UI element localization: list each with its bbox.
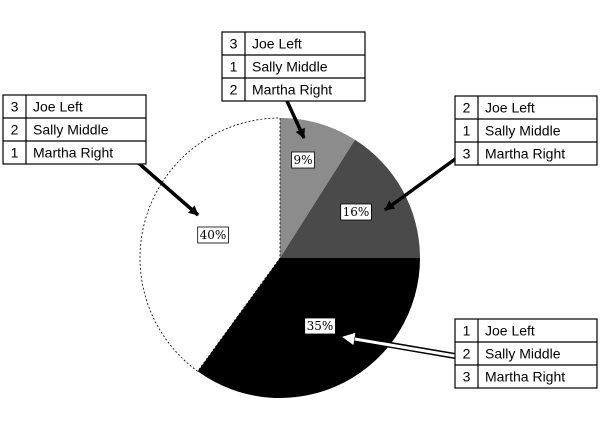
legend-label: Joe Left [485, 100, 535, 116]
legend-rank: 2 [11, 122, 19, 138]
legend-arrow-2 [343, 337, 456, 358]
legend-rank: 3 [11, 99, 19, 115]
svg-text:9%: 9% [293, 153, 312, 167]
legend-arrow-3 [133, 158, 200, 217]
legend-label: Joe Left [33, 99, 83, 115]
legend-label: Martha Right [252, 82, 332, 98]
svg-text:40%: 40% [200, 228, 227, 242]
legend-arrow-1 [383, 155, 460, 212]
svg-text:16%: 16% [343, 205, 370, 219]
legend-rank: 2 [463, 346, 471, 362]
legend-table-2: 1 Joe Left 2 Sally Middle 3 Martha Right [454, 318, 598, 389]
pie-slice-3 [139, 117, 281, 372]
legend-rank: 3 [463, 369, 471, 385]
legend-rank: 1 [463, 123, 471, 139]
legend-rank: 1 [11, 145, 19, 161]
pie-slice-1 [280, 139, 420, 258]
legend-table-1: 2 Joe Left 1 Sally Middle 3 Martha Right [454, 95, 598, 166]
legend-label: Sally Middle [252, 59, 328, 75]
legend-label: Martha Right [485, 369, 565, 385]
legend-arrow-0 [285, 100, 306, 139]
legend-label: Sally Middle [33, 122, 109, 138]
legend-rank: 2 [463, 100, 471, 116]
legend-label: Sally Middle [485, 346, 561, 362]
legend-rank: 1 [230, 59, 238, 75]
percent-label-2: 35% [304, 317, 336, 335]
legend-rank: 2 [230, 82, 238, 98]
legend-table-0: 3 Joe Left 1 Sally Middle 2 Martha Right [221, 31, 366, 102]
legend-table-3: 3 Joe Left 2 Sally Middle 1 Martha Right [2, 94, 147, 165]
legend-rank: 3 [230, 36, 238, 52]
percent-label-1: 16% [340, 203, 372, 221]
percent-label-3: 40% [197, 226, 229, 244]
legend-rank: 3 [463, 146, 471, 162]
legend-label: Joe Left [485, 323, 535, 339]
legend-rank: 1 [463, 323, 471, 339]
legend-label: Sally Middle [485, 123, 561, 139]
percent-label-0: 9% [291, 151, 315, 169]
legend-label: Joe Left [252, 36, 302, 52]
svg-text:35%: 35% [307, 319, 334, 333]
legend-label: Martha Right [33, 145, 113, 161]
legend-label: Martha Right [485, 146, 565, 162]
